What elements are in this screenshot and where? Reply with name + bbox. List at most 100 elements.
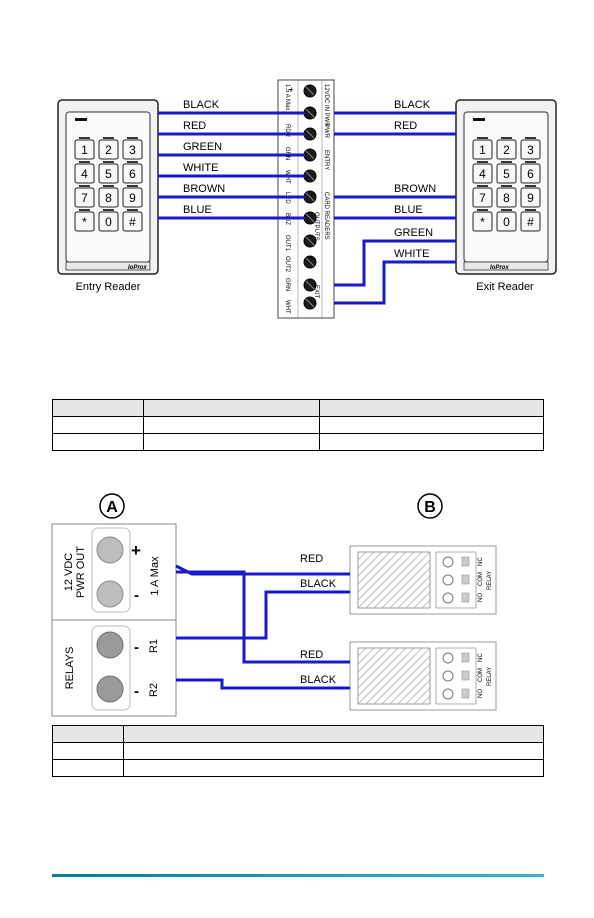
exit-keypad-key-led [501,137,512,139]
entry-keypad-key-led [79,137,90,139]
exit-keypad-key-label: 7 [479,191,486,205]
label-b: B [424,499,436,516]
table-row [52,433,544,451]
entry-wire-2: RED [183,120,206,132]
relay2-hatch-line [405,679,431,705]
entry-keypad-key-label: 9 [129,191,136,205]
exit-keypad-key-label: 9 [527,191,534,205]
bottom-table [52,725,544,777]
entry-keypad-key-led [127,185,138,187]
exit-reader-caption: Exit Reader [476,281,534,293]
entry-keypad-key [98,211,119,232]
exit-keypad-key-label: 0 [503,215,510,229]
relay1-hatch-line [405,583,431,609]
terminal-screw-slot [305,298,315,308]
exit-wire-2: RED [394,120,417,132]
relay2-hatch-line [389,663,431,705]
exit-keypad-key-label: 4 [479,167,486,181]
exit-keypad-key [520,187,541,208]
entry-keypad-key-led [127,137,138,139]
terminal-screw-slot [305,257,315,267]
relay2-nc: NC [478,653,484,662]
terminal-screw-slot [305,86,315,96]
exit-keypad-key [520,139,541,160]
relay1-hatch-line [357,551,415,609]
pwr-minus: - [134,587,139,604]
wht2-label: WHT [284,300,290,314]
entry-keypad-key-led [127,209,138,211]
exit-keypad-key-led [525,137,536,139]
entry-keypad-key-led [79,209,90,211]
relay1-label: RELAY [487,571,493,590]
footer-rule [52,874,544,877]
entry-keypad-key-label: 2 [105,143,112,157]
entry-keypad-key-label: * [82,215,87,229]
entry-keypad-key-label: 6 [129,167,136,181]
exit-wire-6: WHITE [394,248,429,260]
entry-keypad-key-led [79,185,90,187]
relay1-hatch-line [397,575,431,609]
terminal-screw-slot [305,236,315,246]
exit-keypad-key [472,139,493,160]
exit-keypad-key-led [501,161,512,163]
entry-wire-4: WHITE [183,162,218,174]
entry-keypad-key-label: 3 [129,143,136,157]
exit-keypad-key-led [525,161,536,163]
table-row [52,725,544,743]
table-row [52,416,544,434]
relay1-hatch-line [365,551,423,609]
entry-keypad-key [74,139,95,160]
label-a-circle [99,493,125,519]
r2-label: R2 [148,683,160,697]
pwr-label: PWR [323,124,329,139]
entry-keypad-key-label: 1 [81,143,88,157]
terminal-screw-slot [305,280,315,290]
relay2-no: NO [478,689,484,698]
exit-keypad-key [472,187,493,208]
relay1-wire-red: RED [300,553,323,565]
relay1-hatch-line [413,591,431,609]
terminal-screw-slot [305,213,315,223]
exit-keypad-key-label: 3 [527,143,534,157]
relay2-hatch-line [381,655,431,705]
entry-keypad-key [122,211,143,232]
table-row [52,759,544,777]
relay2-hatch-line [421,695,431,705]
entry-keypad-key-label: 7 [81,191,88,205]
terminal-screw-slot [305,192,315,202]
exit-keypad-key [496,139,517,160]
relay2-hatch-line [357,647,407,697]
entry-keypad-key [74,163,95,184]
entry-label: ENTRY [323,150,329,170]
exit-keypad-key-led [501,185,512,187]
exit-keypad-key [520,211,541,232]
exit-keypad-key [472,163,493,184]
card-readers-label: CARD READERS [323,192,329,240]
entry-keypad-key-label: 4 [81,167,88,181]
exit-keypad-key-led [501,209,512,211]
relay2-com: COM [478,668,484,682]
entry-wire-1: BLACK [183,99,220,111]
entry-wire-5: BROWN [183,183,225,195]
relay1-hatch-line [389,567,431,609]
exit-keypad-key [496,163,517,184]
relay1-hatch-line [357,551,383,577]
exit-keypad-key [496,211,517,232]
exit-keypad-key-label: * [480,215,485,229]
r1-minus: - [134,639,139,656]
r2-minus: - [134,683,139,700]
entry-keypad-key [122,139,143,160]
exit-keypad-key-led [525,209,536,211]
out2-label: OUT2 [284,256,290,273]
entry-keypad-key-label: 8 [105,191,112,205]
terminal-screw-slot [305,171,315,181]
relay2-hatch-line [357,647,399,689]
relay2-hatch-line [365,647,423,705]
exit-keypad-key-label: 5 [503,167,510,181]
relay1-hatch-line [357,551,375,569]
entry-keypad-key-led [103,209,114,211]
exit-wire-1: BLACK [394,99,431,111]
entry-keypad-key [122,163,143,184]
